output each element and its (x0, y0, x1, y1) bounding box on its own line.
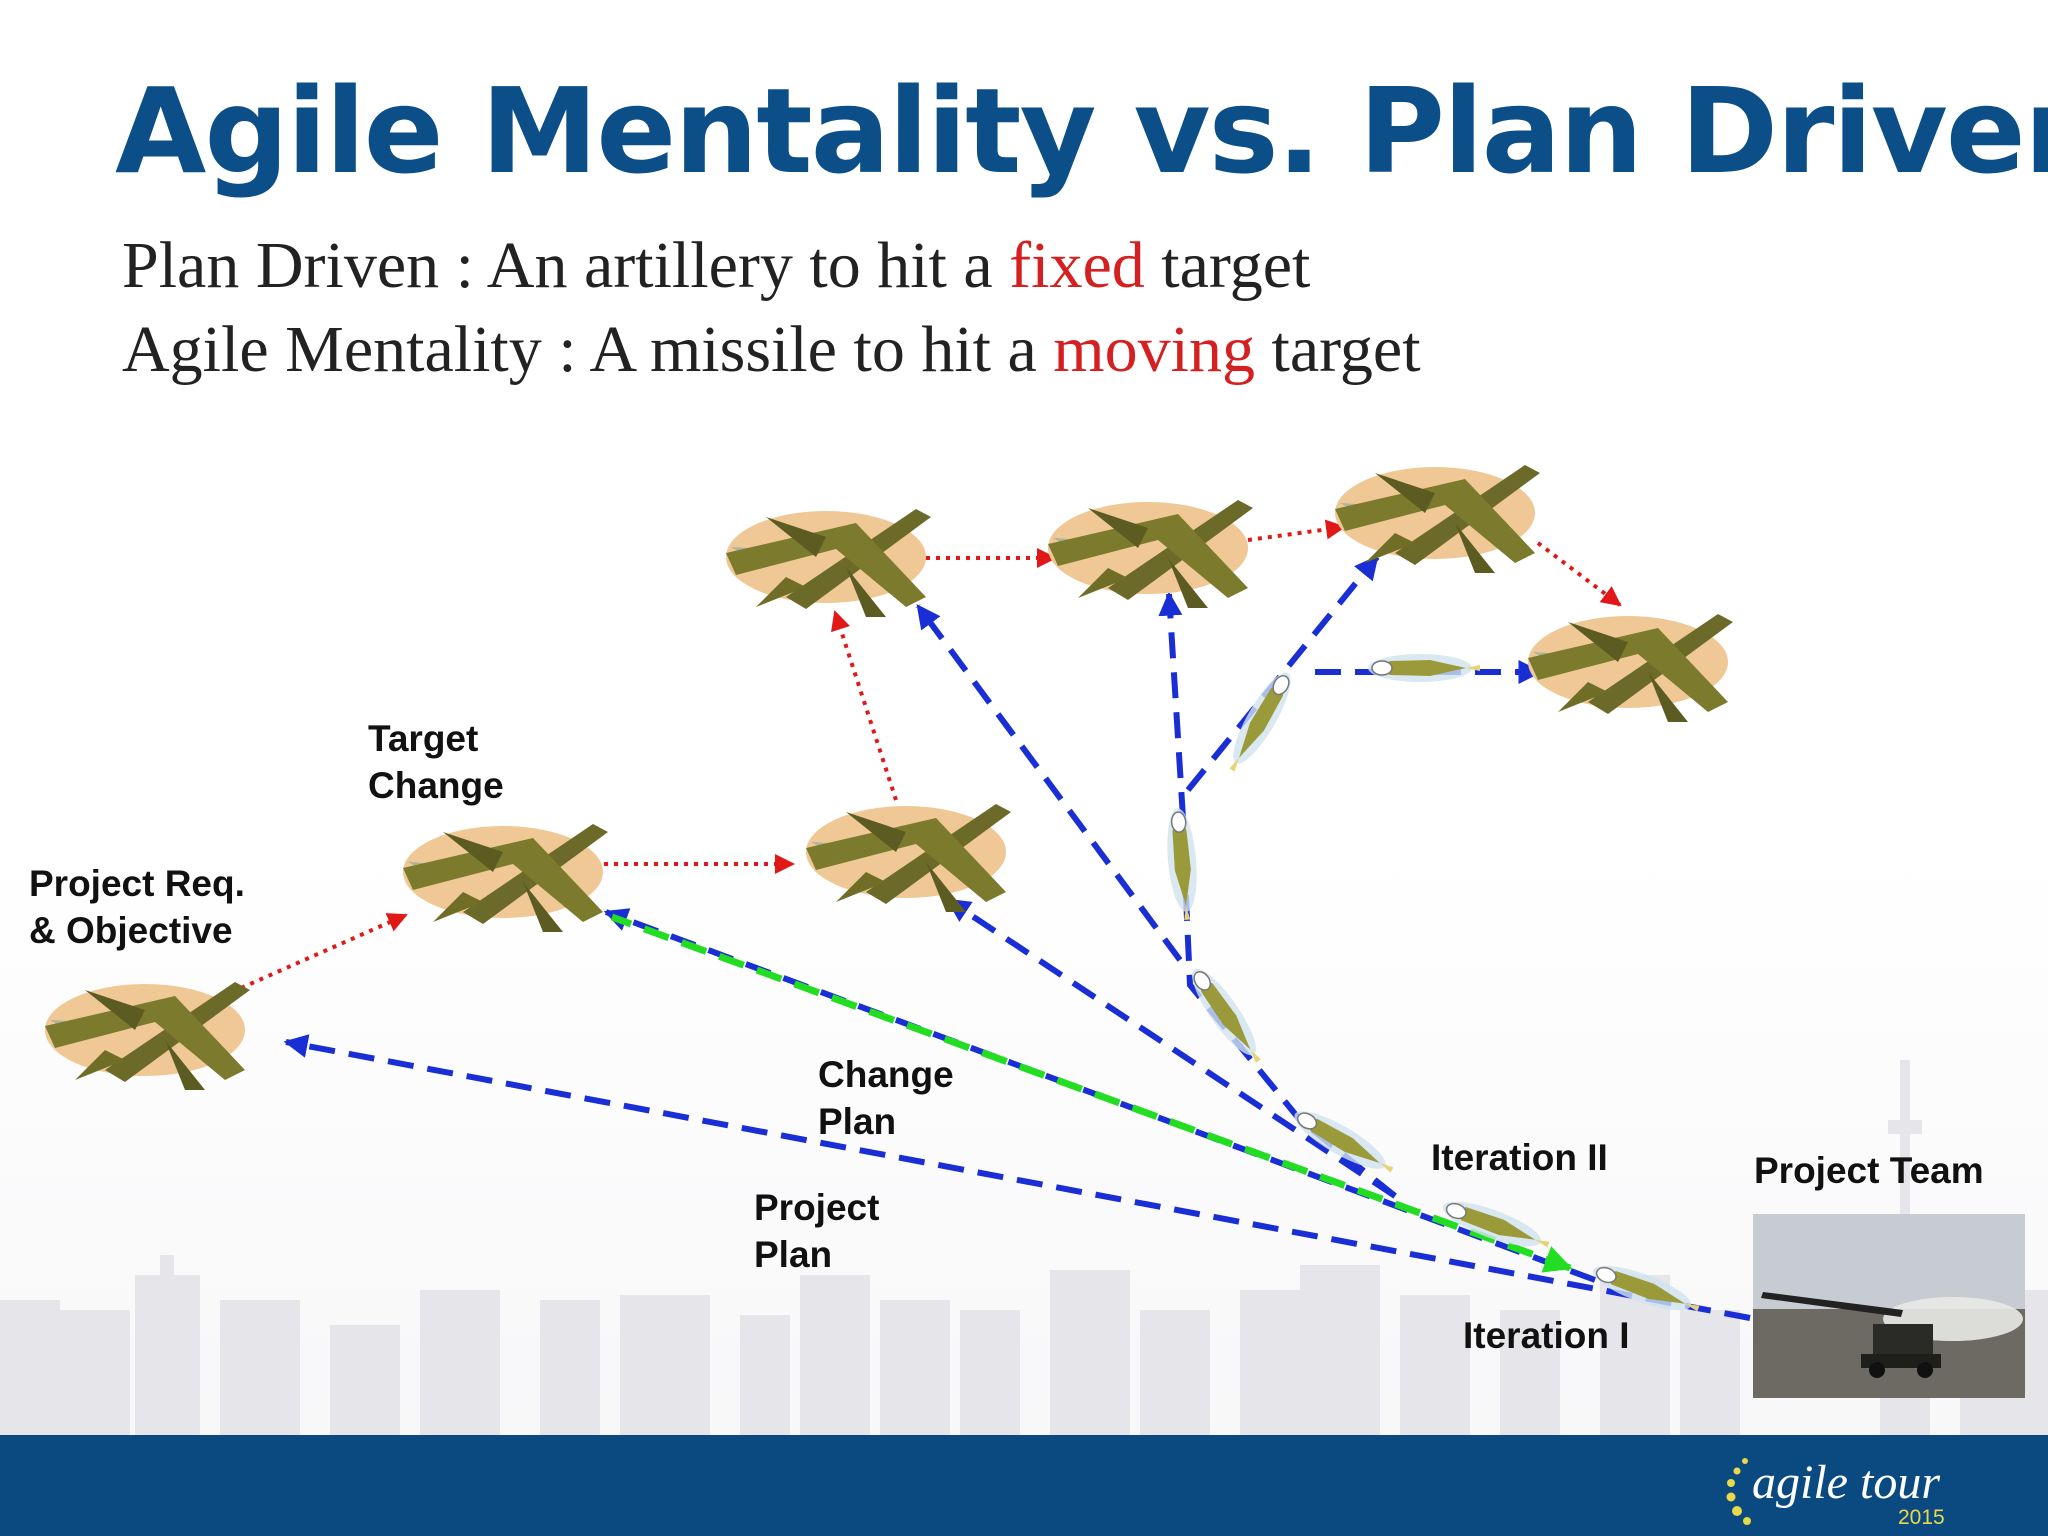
missile-icon (1162, 806, 1202, 922)
subtitle-plan-driven-emphasis: fixed (1009, 229, 1145, 302)
arrow-target-move-6 (1536, 541, 1622, 607)
label-target-change-line1: Target (368, 718, 479, 759)
jet-icon (45, 982, 250, 1090)
label-project-plan-line2: Plan (754, 1234, 833, 1275)
missile-icon (1367, 653, 1481, 683)
path-to-top-left (915, 604, 1183, 962)
label-project-team: Project Team (1754, 1150, 1984, 1191)
path-project-plan (283, 1034, 1751, 1321)
missile-icon (1219, 665, 1301, 778)
label-iteration-1: Iteration I (1463, 1315, 1630, 1356)
launcher-photo (1753, 1214, 2025, 1398)
page-title: Agile Mentality vs. Plan Driven (115, 62, 2048, 200)
label-iteration-2: Iteration II (1431, 1137, 1608, 1178)
jet-icon (726, 509, 931, 617)
subtitle-plan-driven-label: Plan Driven : An artillery to hit a (122, 229, 1010, 302)
label-project-req: Project Req. & Objective (29, 860, 245, 954)
jet-icon (403, 824, 608, 932)
subtitle-agile-emphasis: moving (1053, 313, 1255, 386)
jet-icon (806, 804, 1011, 912)
label-project-plan-line1: Project (754, 1187, 880, 1228)
label-target-change-line2: Change (368, 765, 504, 806)
label-project-req-line2: & Objective (29, 910, 233, 951)
subtitle-agile-label: Agile Mentality : A missile to hit a (122, 313, 1054, 386)
label-change-plan-line2: Plan (818, 1101, 897, 1142)
skyline-background (0, 1060, 2048, 1435)
footer-bar (0, 1435, 2048, 1536)
jet-icon (1528, 614, 1733, 722)
arrow-target-move-1 (231, 913, 408, 994)
label-change-plan-line1: Change (818, 1054, 954, 1095)
launcher-icon (1753, 1214, 2025, 1398)
path-iteration-1b (945, 897, 1397, 1199)
brand-logo-text: agile tour (1752, 1456, 1940, 1509)
subtitle-plan-driven-suffix: target (1144, 229, 1311, 302)
brand-year: 2015 (1898, 1506, 1945, 1529)
arrow-target-move-3 (831, 610, 898, 801)
subtitle-agile-suffix: target (1254, 313, 1421, 386)
brand-dots-icon (1726, 1458, 1751, 1525)
jet-icon (1335, 465, 1540, 573)
jet-icon (1048, 500, 1253, 608)
arrow-target-move-5 (1247, 519, 1346, 542)
subtitle-agile: Agile Mentality : A missile to hit a mov… (122, 312, 1421, 388)
path-to-top-right (1185, 555, 1380, 792)
label-project-req-line1: Project Req. (29, 863, 245, 904)
path-change-plan (610, 913, 1573, 1273)
path-up (1158, 591, 1186, 819)
subtitle-plan-driven: Plan Driven : An artillery to hit a fixe… (122, 228, 1310, 304)
missile-icon (1181, 960, 1271, 1070)
